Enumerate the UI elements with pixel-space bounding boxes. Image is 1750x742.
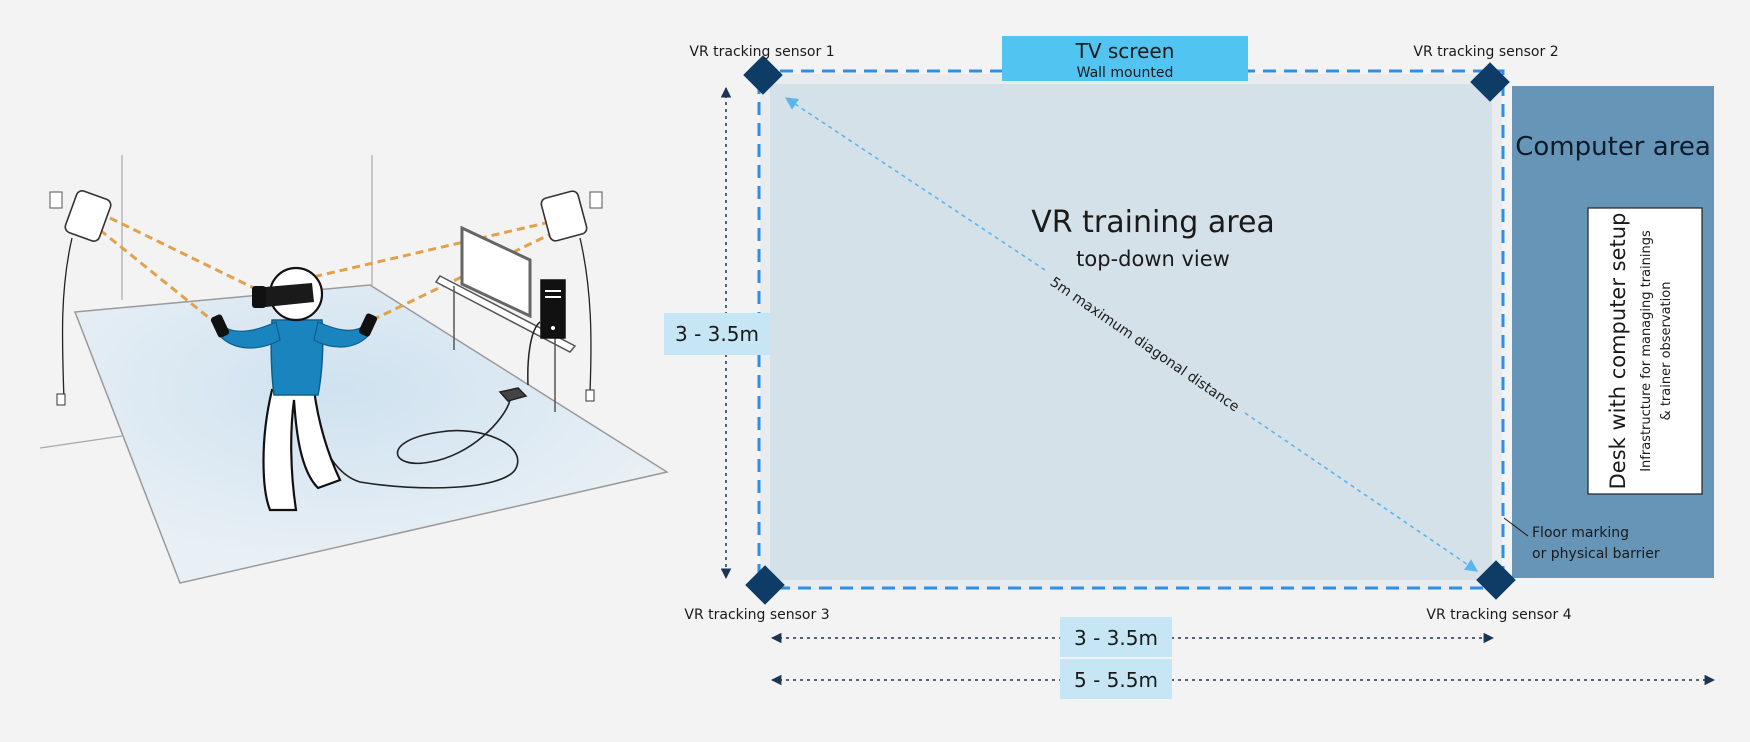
- link-box-icon: [498, 387, 528, 402]
- base-station-right-icon: [540, 190, 603, 402]
- desk-box: [1587, 207, 1703, 495]
- tracking-sensor-1-icon: [743, 55, 783, 95]
- desk-illustration: [434, 225, 577, 412]
- headset-cable: [301, 334, 519, 489]
- desk-line-2: & trainer observation: [1659, 282, 1674, 421]
- diagonal-arrow-upper: [784, 97, 1046, 271]
- sensor-4-label: VR tracking sensor 4: [1426, 607, 1571, 623]
- floor-marking-line-1: Floor marking: [1532, 525, 1629, 541]
- sensor-3-label: VR tracking sensor 3: [684, 607, 829, 623]
- training-area-subtitle: top-down view: [1076, 247, 1230, 271]
- width-inner-dimension-label: 3 - 3.5m: [1074, 626, 1158, 650]
- tv-title: TV screen: [1075, 39, 1175, 63]
- tracking-sensor-3-icon: [745, 565, 785, 605]
- width-inner-dimension-box: [1060, 617, 1172, 657]
- diagonal-arrow-lower: [1244, 412, 1479, 572]
- sensor-1-label: VR tracking sensor 1: [689, 44, 834, 60]
- floor-plan: Computer area Desk with computer setup I…: [664, 36, 1716, 699]
- floor-marking-pointer: [1503, 517, 1529, 537]
- height-dimension-box: [664, 313, 770, 355]
- person-illustration: [210, 266, 378, 512]
- floor-marking-line-2: or physical barrier: [1532, 546, 1660, 562]
- computer-area-title: Computer area: [1515, 132, 1711, 162]
- tracking-beams: [99, 216, 556, 327]
- sensor-2-label: VR tracking sensor 2: [1413, 44, 1558, 60]
- tv-subtitle: Wall mounted: [1077, 65, 1174, 81]
- width-total-dimension-box: [1060, 659, 1172, 699]
- vr-headset-icon: [254, 283, 314, 308]
- tracking-sensor-4-icon: [1476, 560, 1516, 600]
- width-total-dimension-label: 5 - 5.5m: [1074, 668, 1158, 692]
- height-dimension-label: 3 - 3.5m: [675, 322, 759, 346]
- base-station-left-icon: [49, 190, 112, 406]
- tv-screen: [1002, 36, 1248, 81]
- training-area-title: VR training area: [1031, 205, 1275, 240]
- controller-right-icon: [358, 313, 378, 337]
- desk-title: Desk with computer setup: [1606, 213, 1630, 490]
- controller-left-icon: [210, 314, 230, 338]
- room-illustration: [39, 155, 669, 584]
- wall-left-base: [39, 435, 123, 449]
- monitor-icon: [460, 225, 532, 319]
- desk-line-1: Infrastructure for managing trainings: [1639, 230, 1654, 472]
